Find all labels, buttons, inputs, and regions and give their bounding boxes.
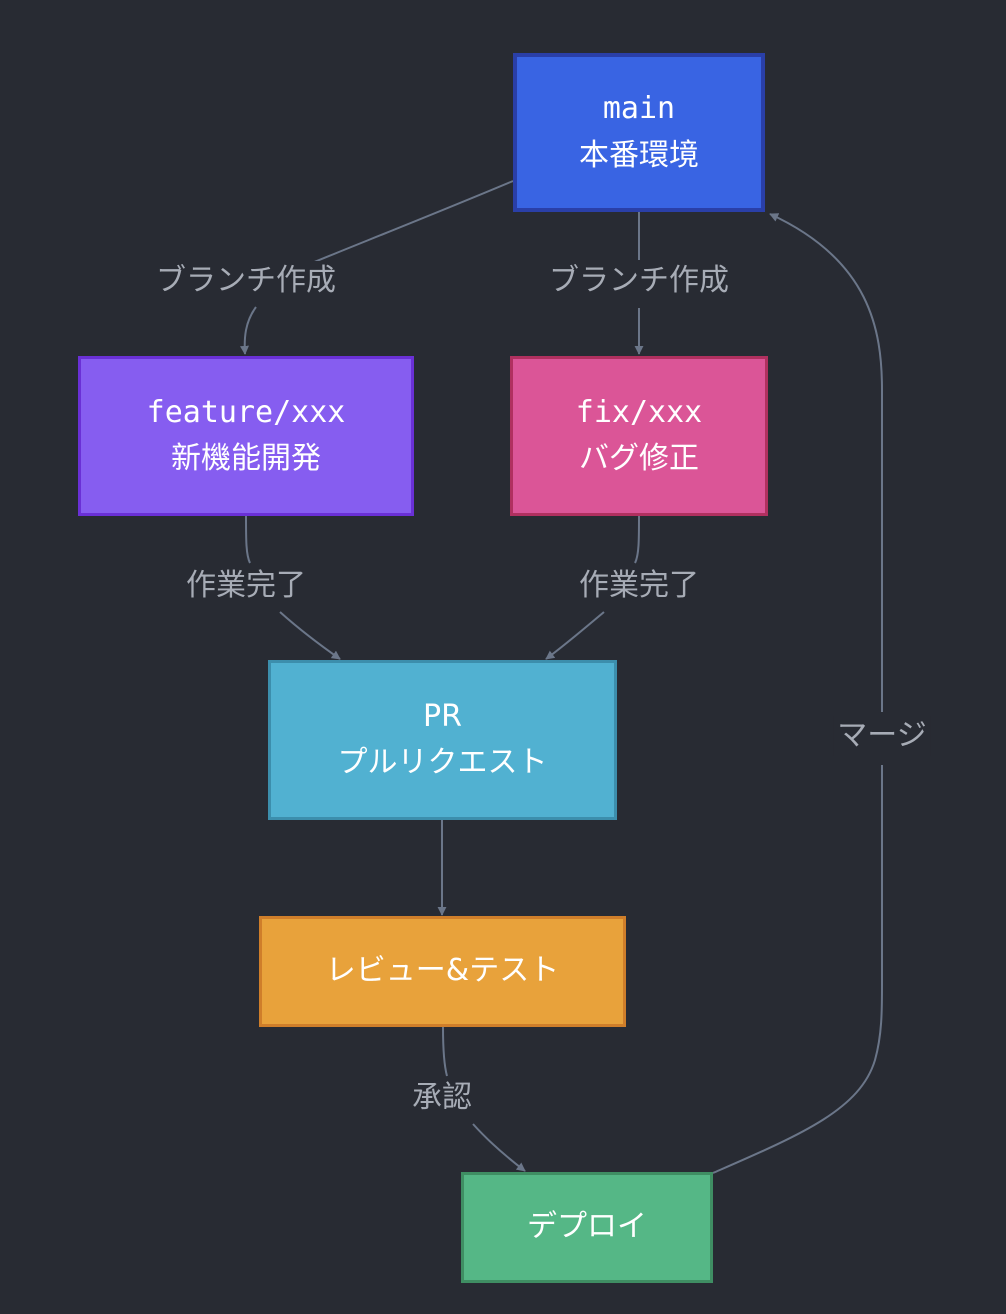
node-pr-code: PR [423, 698, 462, 734]
node-feature[interactable]: feature/xxx 新機能開発 [78, 356, 414, 516]
edge-deploy-to-main [712, 214, 883, 1174]
node-review-text: レビュー&テスト [325, 953, 560, 989]
node-main-code: main [602, 91, 676, 126]
node-feature-text: 新機能開発 [171, 441, 321, 476]
edge-review-to-deploy [442, 1026, 525, 1171]
edge-feature-to-pr [245, 515, 340, 659]
edge-label-approve: 承認 [408, 1078, 476, 1118]
edge-label-done-fix: 作業完了 [575, 566, 703, 606]
node-fix-text: バグ修正 [579, 441, 699, 476]
node-pr-text: プルリクエスト [337, 745, 548, 780]
node-review[interactable]: レビュー&テスト [259, 916, 626, 1027]
node-deploy-text: デプロイ [527, 1209, 647, 1245]
node-feature-code: feature/xxx [146, 394, 346, 430]
edge-label-branch-feature: ブランチ作成 [152, 261, 340, 301]
edge-fix-to-pr [546, 515, 640, 659]
node-fix[interactable]: fix/xxx バグ修正 [510, 356, 768, 516]
node-main-text: 本番環境 [579, 137, 699, 173]
node-main[interactable]: main 本番環境 [513, 53, 765, 212]
node-fix-code: fix/xxx [575, 394, 703, 430]
edge-label-merge: マージ [833, 716, 931, 756]
node-deploy[interactable]: デプロイ [461, 1172, 713, 1283]
edge-label-done-feature: 作業完了 [182, 566, 310, 606]
node-pr[interactable]: PR プルリクエスト [268, 660, 617, 820]
edge-label-branch-fix: ブランチ作成 [545, 261, 733, 301]
